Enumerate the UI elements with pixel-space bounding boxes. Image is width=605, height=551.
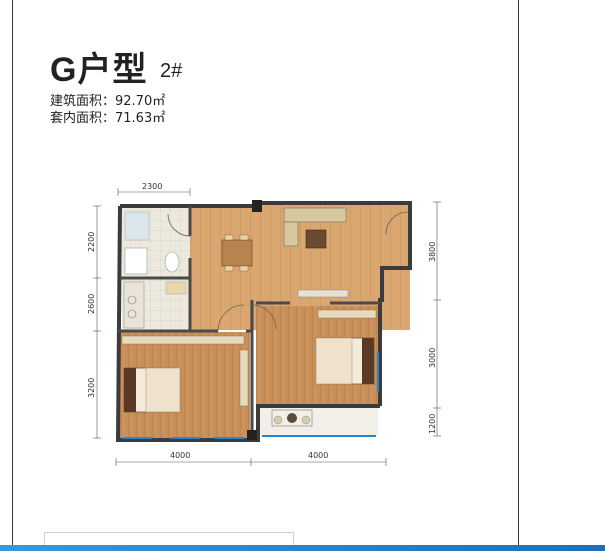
shower-tray — [124, 247, 148, 275]
floor-plan: 2300 4000 4000 2200 2600 3200 3800 3000 … — [87, 182, 441, 466]
column — [252, 200, 262, 212]
dim-top: 2300 — [142, 182, 162, 191]
dim-bottom-left: 4000 — [170, 451, 190, 460]
wardrobe-left — [121, 335, 245, 345]
dim-right-2: 3000 — [428, 348, 437, 368]
balcony-table — [271, 409, 313, 427]
dining-table — [221, 239, 253, 267]
dim-bottom-right: 4000 — [308, 451, 328, 460]
bottom-accent-strip — [0, 545, 605, 551]
column — [247, 430, 257, 440]
dim-left-3: 3200 — [87, 378, 96, 398]
bottom-panel — [44, 532, 294, 547]
right-border-line — [518, 0, 519, 551]
dim-right-3: 1200 — [428, 414, 437, 434]
page-title: G户型 — [50, 51, 148, 89]
toilet — [164, 251, 180, 273]
dim-right-1: 3800 — [428, 242, 437, 262]
coffee-table — [305, 229, 327, 249]
sofa — [283, 207, 347, 223]
tv-cabinet — [297, 289, 349, 298]
dim-left-1: 2200 — [87, 232, 96, 252]
kitchen-counter — [123, 281, 145, 329]
left-border-line — [12, 0, 13, 551]
wardrobe-right — [317, 309, 377, 319]
built-area: 建筑面积：92.70㎡ — [50, 94, 166, 109]
inner-area: 套内面积：71.63㎡ — [50, 111, 166, 126]
dim-left-2: 2600 — [87, 294, 96, 314]
unit-number: 2# — [160, 60, 183, 82]
